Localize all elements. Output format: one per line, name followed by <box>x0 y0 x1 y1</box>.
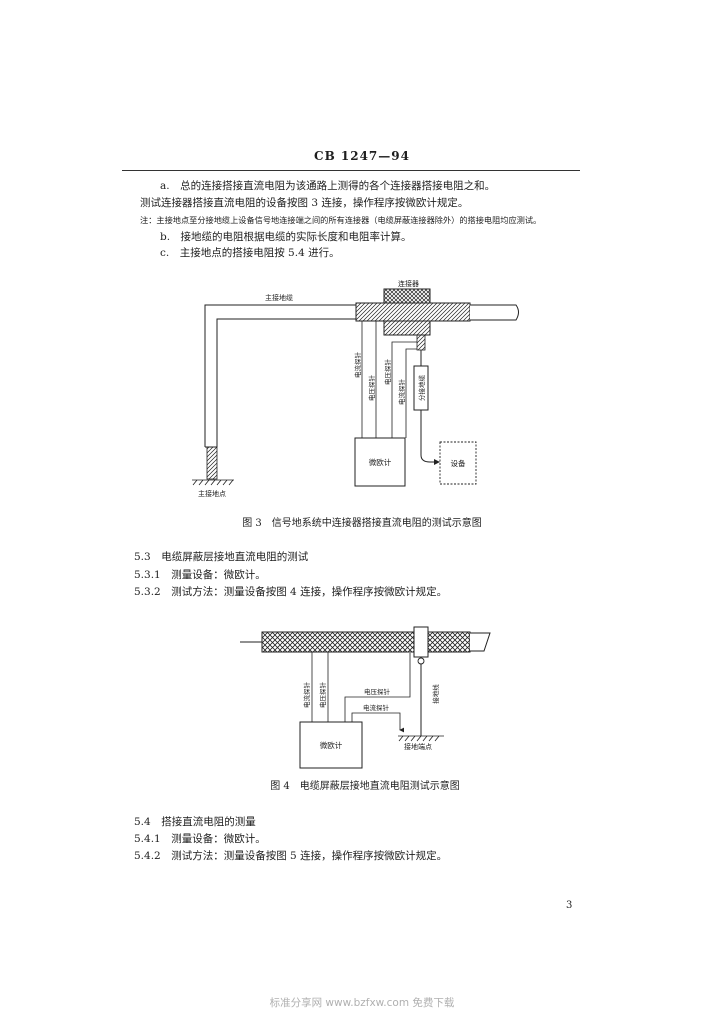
equipment-box <box>439 441 477 485</box>
figure-4-caption: 图 4 电缆屏蔽层接地直流电阻测试示意图 <box>270 781 460 792</box>
section-5-4-1: 5.4.1 测量设备：微欧计。 <box>134 833 266 845</box>
section-5-3-2: 5.3.2 测试方法：测量设备按图 4 连接，操作程序按微欧计规定。 <box>134 586 448 598</box>
clamp-terminal <box>417 657 425 665</box>
item-b: b. 接地缆的电阻根据电缆的实际长度和电阻率计算。 <box>160 231 412 243</box>
header-rule <box>122 170 580 171</box>
test-setup-paragraph: 测试连接器搭接直流电阻的设备按图 3 连接，操作程序按微欧计规定。 <box>140 197 469 209</box>
voltage-probe-line-2 <box>344 653 411 722</box>
cable-right-end <box>470 632 491 652</box>
voltage-probe-line-2 <box>391 341 417 438</box>
figure-3-diagram: 连接器 主接地缆 电流探针 电压探针 电压探针 电流探针 分接地缆 微欧计 设备… <box>192 279 519 498</box>
connector-sleeve <box>355 302 471 322</box>
section-5-3-1: 5.3.1 测量设备：微欧计。 <box>134 569 266 581</box>
micro-ohmmeter-box <box>354 437 406 487</box>
connector-stem <box>416 334 426 351</box>
connector-nut-bottom <box>383 320 431 336</box>
current-probe-label-1: 电流探针 <box>302 682 311 709</box>
main-ground-point-label: 主接地点 <box>198 489 226 498</box>
figure-3-caption: 图 3 信号地系统中连接器搭接直流电阻的测试示意图 <box>242 518 482 529</box>
ground-symbol <box>398 735 444 742</box>
connector-label: 连接器 <box>398 279 419 288</box>
current-probe-line-2 <box>405 348 417 438</box>
footer-watermark: 标准分享网 www.bzfxw.com 免费下载 <box>269 997 455 1009</box>
current-probe-label-2: 电流探针 <box>363 703 390 712</box>
current-probe-line-2 <box>351 712 404 733</box>
page-number: 3 <box>566 900 573 911</box>
figure-4-diagram: 电流探针 电压探针 电压探针 电流探针 接地线 接地端点 微欧计 <box>240 626 491 769</box>
shielded-cable <box>261 631 471 653</box>
section-5-3-heading: 5.3 电缆屏蔽层接地直流电阻的测试 <box>134 551 309 563</box>
cable-right-end <box>470 304 519 321</box>
micro-ohmmeter-box <box>299 721 363 769</box>
shield-clamp <box>413 626 429 658</box>
equipment-label: 设备 <box>451 458 466 468</box>
voltage-probe-label-1: 电压探针 <box>367 375 376 402</box>
item-a: a. 总的连接搭接直流电阻为该通路上测得的各个连接器搭接电阻之和。 <box>160 180 496 192</box>
section-5-4-heading: 5.4 搭接直流电阻的测量 <box>134 816 256 828</box>
branch-cable-to-equipment <box>420 410 440 465</box>
section-5-4-2: 5.4.2 测试方法：测量设备按图 5 连接，操作程序按微欧计规定。 <box>134 850 448 862</box>
current-probe-label-1: 电流探针 <box>353 352 362 379</box>
voltage-probe-label-2: 电压探针 <box>383 359 392 386</box>
branch-cable-label: 分接地缆 <box>417 375 426 402</box>
standard-code: CB 1247—94 <box>314 149 410 163</box>
meter-label: 微欧计 <box>320 740 343 750</box>
main-cable-label: 主接地缆 <box>265 293 293 302</box>
voltage-probe-label-2: 电压探针 <box>364 687 391 696</box>
ground-terminal-label: 接地端点 <box>404 742 432 751</box>
ground-rod <box>206 446 218 480</box>
ground-symbol <box>192 479 234 486</box>
meter-label: 微欧计 <box>369 457 392 467</box>
ground-wire-label: 接地线 <box>431 684 440 704</box>
connector-nut-top <box>383 288 431 304</box>
voltage-probe-label-1: 电压探针 <box>318 682 327 709</box>
main-ground-cable <box>204 304 356 448</box>
note: 注：主接地点至分接地缆上设备信号地连接端之间的所有连接器（电缆屏蔽连接器除外）的… <box>140 215 542 225</box>
current-probe-label-2: 电流探针 <box>397 379 406 406</box>
item-c: c. 主接地点的搭接电阻按 5.4 进行。 <box>160 247 340 259</box>
